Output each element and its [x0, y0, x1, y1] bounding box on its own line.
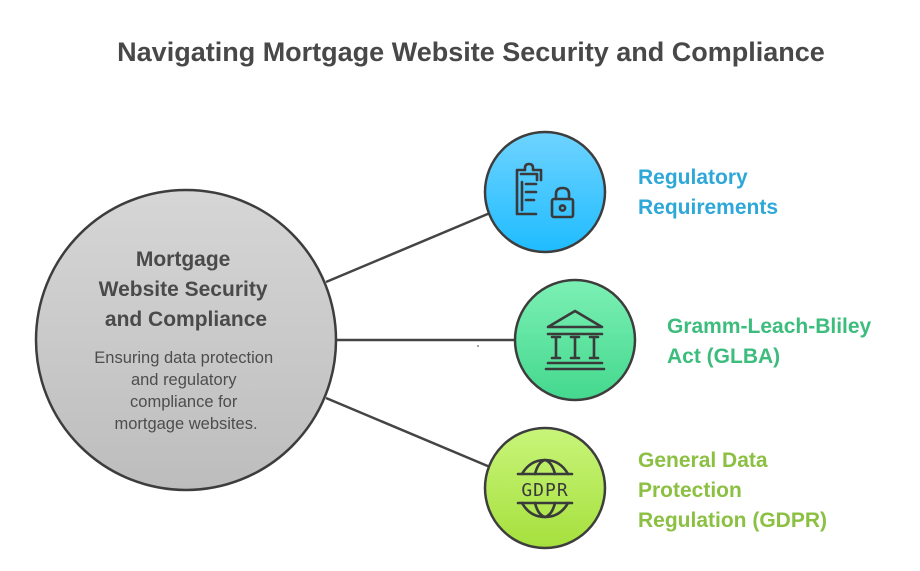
node-label-line: Protection [638, 479, 742, 502]
node-label-line: Requirements [638, 196, 778, 219]
node-regulatory-requirements: Regulatory Requirements [483, 130, 778, 254]
node-circle [483, 130, 607, 254]
center-desc-line: and regulatory [131, 371, 237, 389]
gdpr-globe-icon [516, 458, 574, 519]
center-circle [34, 188, 338, 492]
center-title-line: and Compliance [105, 308, 267, 331]
center-title: Mortgage Website Security and Compliance [99, 248, 274, 331]
center-desc-line: mortgage websites. [114, 415, 257, 433]
stray-dot [477, 345, 479, 347]
connector-gdpr [325, 396, 491, 469]
node-label: Gramm-Leach-Bliley Act (GLBA) [667, 315, 877, 368]
node-glba: Gramm-Leach-Bliley Act (GLBA) [513, 278, 877, 402]
center-node: Mortgage Website Security and Compliance… [34, 188, 338, 492]
node-label: Regulatory Requirements [638, 166, 778, 219]
node-label-line: Regulation (GDPR) [638, 509, 827, 532]
center-desc-line: compliance for [130, 393, 238, 411]
center-title-line: Website Security [99, 278, 268, 301]
gdpr-icon-text: GDPR [521, 480, 568, 501]
center-desc-line: Ensuring data protection [94, 349, 273, 367]
center-title-line: Mortgage [136, 248, 231, 271]
connector-regulatory [325, 211, 491, 284]
node-gdpr: GDPR General Data Protection Regulation … [483, 426, 827, 550]
node-label-line: Gramm-Leach-Bliley [667, 315, 872, 338]
diagram-title: Navigating Mortgage Website Security and… [117, 37, 825, 67]
center-description: Ensuring data protection and regulatory … [94, 349, 277, 433]
node-label-line: Act (GLBA) [667, 345, 780, 368]
node-circle [483, 426, 607, 550]
node-label: General Data Protection Regulation (GDPR… [638, 449, 827, 532]
node-label-line: Regulatory [638, 166, 748, 189]
node-label-line: General Data [638, 449, 768, 472]
bank-building-icon [544, 309, 606, 371]
clipboard-lock-icon [515, 162, 575, 219]
